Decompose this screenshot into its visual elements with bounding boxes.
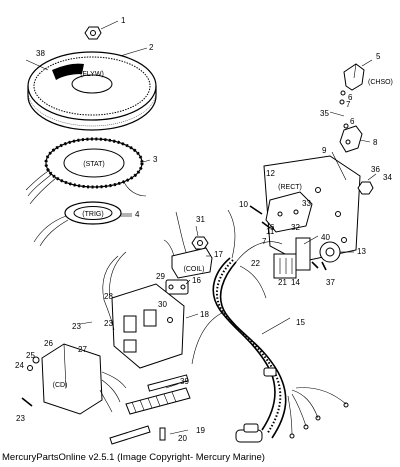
fasteners-37 [311,261,327,271]
callout-6-mid: 6 [270,223,275,232]
callout-19: 19 [196,426,205,435]
callout-12: 12 [266,169,275,178]
rectifier-label: (RECT) [278,184,302,191]
hardware-small [329,90,349,129]
callout-24: 24 [15,361,24,370]
callout-7-mid: 7 [262,237,267,246]
callout-40: 40 [321,233,330,242]
trigger-label: (TRIG) [82,211,103,218]
lead-wires [102,251,127,331]
terminal-blocks-32[interactable] [273,237,311,279]
stator-label: (STAT) [83,161,105,168]
bracket-19-20 [109,425,166,445]
harness-plug-large [235,423,263,443]
screw-23-lower [21,397,33,407]
callout-20: 20 [178,434,187,443]
flywheel-nut[interactable] [84,26,102,40]
callout-8: 8 [373,138,378,147]
trigger[interactable]: (TRIG) [33,201,122,247]
terminal-strip[interactable] [125,374,191,415]
callout-36: 36 [371,165,380,174]
callout-leaders [79,215,354,435]
flywheel-label: (FLYW) [80,71,104,78]
callout-4: 4 [135,210,140,219]
callout-14: 14 [291,278,300,287]
callout-23-mid: 23 [104,319,113,328]
choke-bracket[interactable] [339,125,363,153]
callout-15: 15 [296,318,305,327]
callout-39: 39 [180,377,189,386]
callout-34: 34 [383,173,392,182]
screws-10-11 [249,205,271,229]
callout-28: 28 [104,292,113,301]
nut-34-36 [357,173,377,195]
callout-32: 32 [291,223,300,232]
stator[interactable]: (STAT) [25,137,147,205]
callout-6: 6 [348,93,353,102]
callout-31: 31 [196,215,205,224]
callout-38: 38 [36,49,45,58]
callout-11: 11 [266,227,275,236]
callout-1: 1 [121,16,126,25]
washers-24-25 [27,356,40,371]
cd-module-label: (CD) [53,382,68,389]
callout-16: 16 [192,276,201,285]
rectifier[interactable]: (RECT) [265,184,313,233]
callout-35: 35 [320,109,329,118]
callout-26: 26 [44,339,53,348]
copyright-footer: MercuryPartsOnline v2.5.1 (Image Copyrig… [2,452,265,463]
flywheel[interactable]: (FLYW) [27,51,157,131]
callout-10: 10 [239,200,248,209]
cd-module[interactable]: (CD) [41,343,127,415]
coil-label: (COIL) [184,266,205,273]
callout-17: 17 [214,250,223,259]
callout-27: 27 [78,345,87,354]
callout-3: 3 [153,155,158,164]
callout-13: 13 [357,247,366,256]
callout-37: 37 [326,278,335,287]
callout-9: 9 [322,146,327,155]
ignition-coil[interactable]: (COIL) [163,211,213,279]
callout-30: 30 [158,300,167,309]
choke-solenoid[interactable]: (CHSO) [343,63,393,91]
callout-6-lower: 6 [350,117,355,126]
starter-solenoid[interactable] [319,241,341,263]
callout-numbers: 1 2 3 4 5 6 7 8 9 10 11 12 13 14 15 16 1… [15,16,392,443]
wiring-harness[interactable] [191,209,349,439]
callout-7: 7 [346,100,351,109]
callout-18: 18 [200,310,209,319]
electrical-plate[interactable] [263,155,361,263]
callout-21: 21 [278,278,287,287]
callout-25: 25 [26,351,35,360]
coil-bracket-plate[interactable] [111,283,185,369]
callout-5: 5 [376,52,381,61]
callout-22: 22 [251,259,260,268]
callout-23-upper: 23 [72,322,81,331]
harness-plug-small [263,367,277,377]
callout-33: 33 [302,199,311,208]
grommet[interactable] [191,236,209,250]
callout-23-lower: 23 [16,414,25,423]
choke-solenoid-label: (CHSO) [368,79,393,86]
callout-2: 2 [149,43,154,52]
callout-29: 29 [156,272,165,281]
